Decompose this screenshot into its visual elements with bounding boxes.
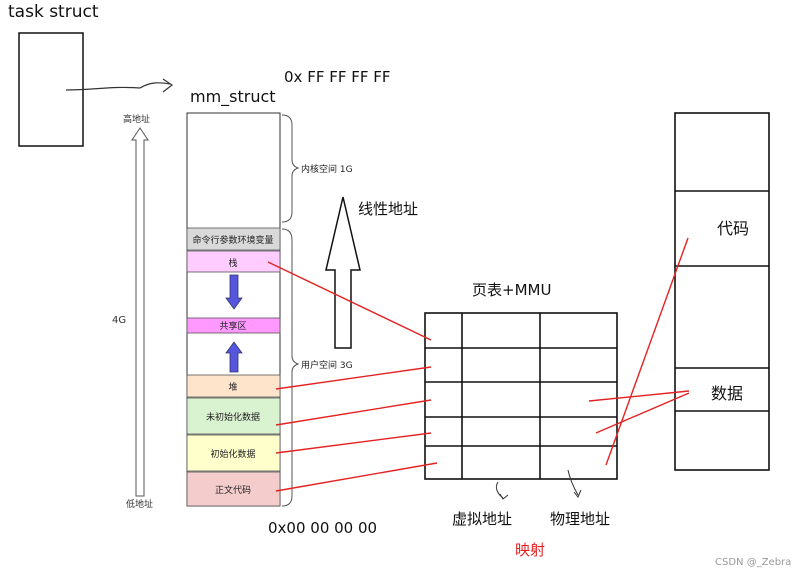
high-low-arrow-icon [131,127,149,497]
kernel-space-brace [281,114,300,223]
kernel-space-label: 内核空间 1G [301,163,353,175]
high-address-label: 高地址 [123,113,150,125]
address-top-label: 0x FF FF FF FF [284,68,391,86]
task-to-mm-arrow-line [65,86,141,91]
heap-up-arrow-icon [225,341,243,373]
mapping-lines [267,237,690,492]
map-bss-line [275,399,432,426]
page-table-grid [424,312,618,480]
segment-heap [186,374,281,398]
segment-stack [186,250,281,273]
user-space-brace [281,228,300,507]
mm-struct-title: mm_struct [190,87,276,107]
virtual-address-pointer [495,481,504,499]
segment-data-label: 初始化数据 [210,448,255,460]
task-to-mm-arrowhead [162,78,174,93]
linear-address-arrow-icon [325,196,361,349]
physical-address-label: 物理地址 [550,510,610,528]
map-stack-line [267,261,432,341]
segment-text [186,471,281,507]
physical-memory-column [674,112,770,471]
map-data-line [275,432,432,454]
total-size-label: 4G [112,315,126,326]
segment-cmdline-env [186,227,281,251]
physical-data-label: 数据 [711,384,743,403]
virtual-address-pointer-head [499,493,509,500]
watermark: CSDN @_Zebra [715,557,791,568]
map-physical-data-line-1 [588,390,690,402]
segment-heap-label: 堆 [228,382,237,393]
mapping-label: 映射 [515,541,545,559]
segment-bss [186,397,281,435]
page-table-title: 页表+MMU [472,281,551,299]
physical-address-pointer-head [573,489,582,498]
segment-cmdline-env-label: 命令行参数环境变量 [192,234,273,246]
linear-address-label: 线性地址 [358,200,418,218]
task-to-mm-arrow-curve [139,82,171,89]
address-bottom-label: 0x00 00 00 00 [268,519,377,537]
map-heap-line [275,366,432,390]
virtual-address-label: 虚拟地址 [452,510,512,528]
task-struct-title: task struct [8,2,99,22]
physical-address-pointer [567,469,579,496]
segment-shared-label: 共享区 [219,320,246,332]
map-text-line [275,462,438,492]
segment-text-label: 正文代码 [215,484,251,496]
stack-down-arrow-icon [225,274,243,310]
map-physical-code-line [605,237,689,466]
segment-shared [186,317,281,334]
segment-bss-label: 未初始化数据 [206,411,260,423]
physical-code-label: 代码 [717,219,749,238]
map-physical-data-line-2 [595,392,690,434]
user-space-label: 用户空间 3G [301,359,353,371]
segment-stack-label: 栈 [228,257,237,269]
low-address-label: 低地址 [126,498,153,510]
